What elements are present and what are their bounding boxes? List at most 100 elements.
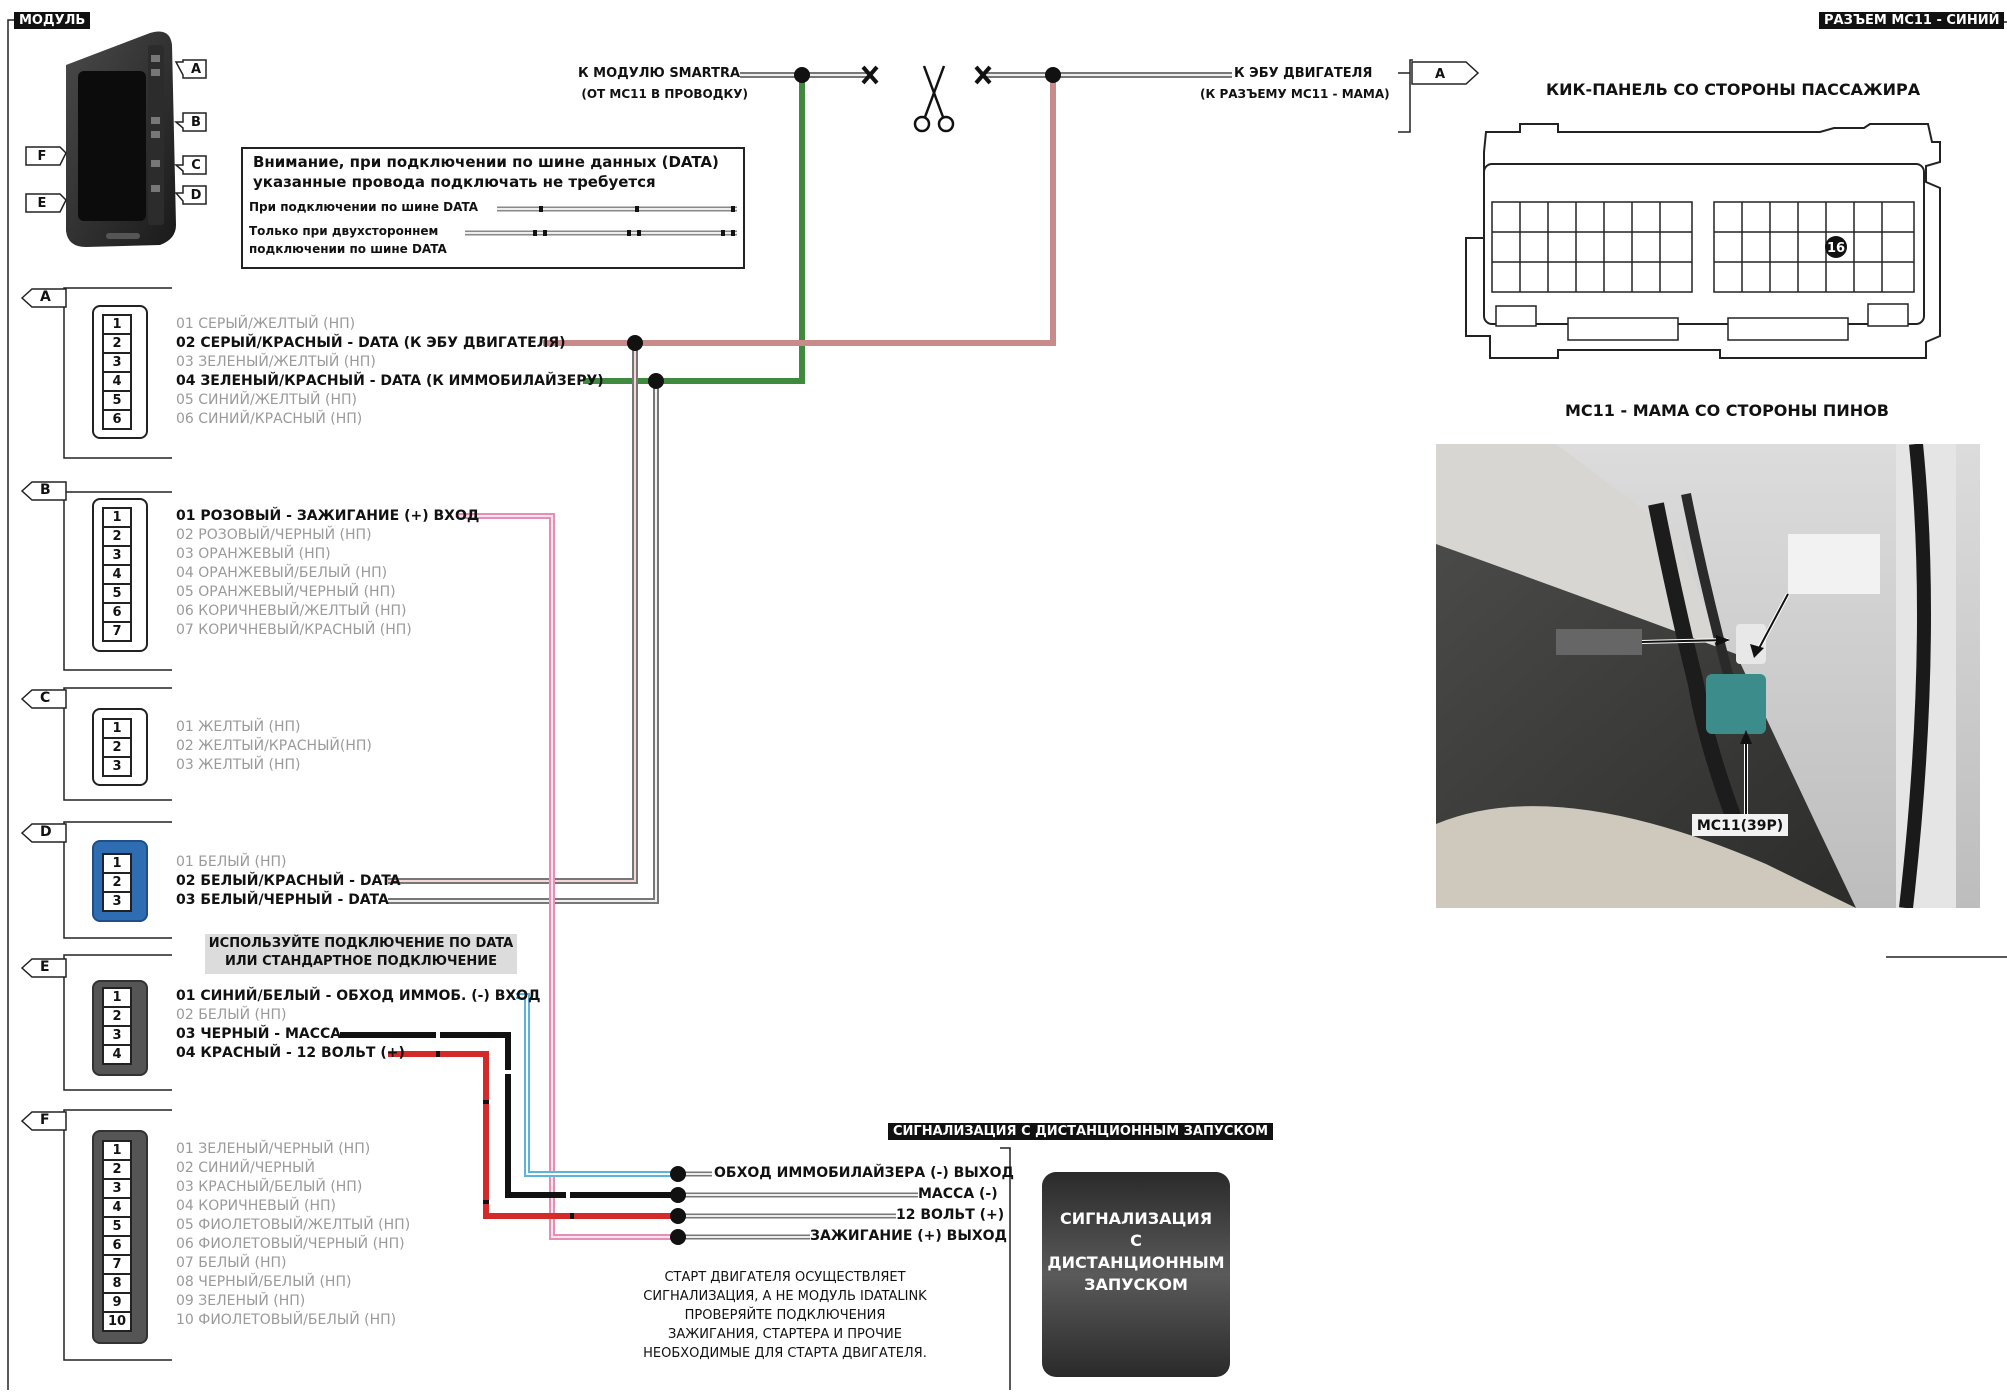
warning-row-2a: Только при двухстороннем [249,224,439,238]
wire-black-e3 [340,1032,678,1198]
alarm-output-12v: 12 ВОЛЬТ (+) [896,1207,1005,1223]
connector-f-label-8: 08 ЧЕРНЫЙ/БЕЛЫЙ (НП) [176,1274,352,1290]
connector-e-pin-3: 3 [102,1025,132,1046]
connector-e-label-4: 04 КРАСНЫЙ - 12 ВОЛЬТ (+) [176,1045,405,1061]
connector-a-label-2: 02 СЕРЫЙ/КРАСНЫЙ - DATA (К ЭБУ ДВИГАТЕЛЯ… [176,335,566,351]
module-port-d-label: D [191,188,202,203]
connector-c-pin-2: 2 [102,737,132,758]
connector-b-letter: B [40,482,51,498]
wire-white-red-d2 [388,343,638,884]
connector-b-label-7: 07 КОРИЧНЕВЫЙ/КРАСНЫЙ (НП) [176,622,412,638]
connector-a-pin-6: 6 [102,409,132,430]
connector-b-pin-3: 3 [102,545,132,566]
connector-b-pin-4: 4 [102,564,132,585]
connector-b-label-3: 03 ОРАНЖЕВЫЙ (НП) [176,546,331,562]
connector-a-tab-label: A [1435,67,1445,82]
connector-f-pin-1: 1 [102,1140,132,1161]
connector-f-label-9: 09 ЗЕЛЕНЫЙ (НП) [176,1293,306,1309]
connector-d-label-2: 02 БЕЛЫЙ/КРАСНЫЙ - DATA [176,873,401,889]
connector-c-letter: C [40,690,51,706]
kick-panel-connector-diagram: 16 [1465,123,1941,359]
connector-a-pin-3: 3 [102,352,132,373]
wire-red-e4 [388,1051,678,1219]
kick-panel-title: КИК-ПАНЕЛЬ СО СТОРОНЫ ПАССАЖИРА [1546,80,1921,99]
connector-f-label-7: 07 БЕЛЫЙ (НП) [176,1255,287,1271]
connector-b-pin-6: 6 [102,602,132,623]
connector-f-label-5: 05 ФИОЛЕТОВЫЙ/ЖЕЛТЫЙ (НП) [176,1217,411,1233]
wire-green-a4 [583,75,805,384]
alarm-output-immo: ОБХОД ИММОБИЛАЙЗЕРА (-) ВЫХОД [714,1165,1014,1181]
connector-f-pin-4: 4 [102,1197,132,1218]
connector-f-pin-10: 10 [102,1311,132,1332]
connector-f-letter: F [40,1112,50,1128]
alarm-unit: СИГНАЛИЗАЦИЯ С ДИСТАНЦИОННЫМ ЗАПУСКОМ [1042,1172,1230,1377]
module-port-a-label: A [191,62,201,77]
connector-a-tab: A [1411,61,1480,85]
connector-f-pin-9: 9 [102,1292,132,1313]
connector-tag: РАЗЪЕМ MC11 - СИНИЙ [1819,12,2005,29]
data-or-standard-line-2: ИЛИ СТАНДАРТНОЕ ПОДКЛЮЧЕНИЕ [224,954,498,969]
start-note: СТАРТ ДВИГАТЕЛЯ ОСУЩЕСТВЛЯЕТ СИГНАЛИЗАЦИ… [590,1268,980,1363]
connector-a-pin-4: 4 [102,371,132,392]
connector-f-pin-5: 5 [102,1216,132,1237]
connector-d-letter: D [40,824,52,840]
photo-connector-label: MC11(39P) [1697,818,1783,834]
scissors-icon [913,65,955,133]
start-note-line-2: СИГНАЛИЗАЦИЯ, А НЕ МОДУЛЬ IDATALINK [643,1289,927,1304]
pin-16-marker [1825,236,1847,258]
connector-f-pin-2: 2 [102,1159,132,1180]
connector-f-label-1: 01 ЗЕЛЕНЫЙ/ЧЕРНЫЙ (НП) [176,1141,371,1157]
connector-f-label-10: 10 ФИОЛЕТОВЫЙ/БЕЛЫЙ (НП) [176,1312,397,1328]
connector-a-label-6: 06 СИНИЙ/КРАСНЫЙ (НП) [176,411,363,427]
start-note-line-3: ПРОВЕРЯЙТЕ ПОДКЛЮЧЕНИЯ [684,1308,886,1323]
connector-d-label-3: 03 БЕЛЫЙ/ЧЕРНЫЙ - DATA [176,892,389,908]
wire-pink-b1 [457,513,678,1240]
connector-c-pin-1: 1 [102,718,132,739]
connector-f-label-2: 02 СИНИЙ/ЧЕРНЫЙ [176,1160,315,1176]
connector-b-pin-7: 7 [102,621,132,642]
start-note-line-4: ЗАЖИГАНИЯ, СТАРТЕРА И ПРОЧИЕ [668,1327,902,1342]
connector-a-letter: A [40,289,51,305]
module-port-c-label: C [191,158,201,173]
connector-a-pin-1: 1 [102,314,132,335]
connector-b-pin-2: 2 [102,526,132,547]
connector-c-label-3: 03 ЖЕЛТЫЙ (НП) [176,757,301,773]
connector-f-pin-6: 6 [102,1235,132,1256]
to-smartra-line-2: (ОТ MC11 В ПРОВОДКУ) [581,87,748,101]
connector-f-label-3: 03 КРАСНЫЙ/БЕЛЫЙ (НП) [176,1179,363,1195]
warning-row-2b: подключении по шине DATA [249,242,447,256]
module-port-f-label: F [38,149,47,164]
connector-a-label-5: 05 СИНИЙ/ЖЕЛТЫЙ (НП) [176,392,357,408]
cut-x-icon [861,65,992,85]
warning-row-1: При подключении по шине DATA [249,200,479,214]
connector-e-label-3: 03 ЧЕРНЫЙ - МАССА [176,1026,342,1042]
connector-d-pin-2: 2 [102,872,132,893]
connector-e-label-2: 02 БЕЛЫЙ (НП) [176,1007,287,1023]
module-port-e-label: E [38,196,47,211]
female-connector-title: MC11 - МАМА СО СТОРОНЫ ПИНОВ [1565,401,1889,420]
alarm-unit-line-2: С [1130,1231,1142,1250]
module-port-b-label: B [191,115,201,130]
to-ecu-line-1: К ЭБУ ДВИГАТЕЛЯ [1234,66,1373,81]
connector-e-pin-1: 1 [102,987,132,1008]
connector-b-label-1: 01 РОЗОВЫЙ - ЗАЖИГАНИЕ (+) ВХОД [176,508,480,524]
to-smartra-line-1: К МОДУЛЮ SMARTRA [578,66,741,81]
module-device: A B C D F E [25,31,207,247]
warning-wire-samples [465,206,737,236]
warning-line-1: Внимание, при подключении по шине данных… [253,153,719,171]
start-note-line-1: СТАРТ ДВИГАТЕЛЯ ОСУЩЕСТВЛЯЕТ [664,1270,906,1285]
connector-d-pin-1: 1 [102,853,132,874]
data-or-standard-line-1: ИСПОЛЬЗУЙТЕ ПОДКЛЮЧЕНИЕ ПО DATA [208,936,514,951]
wire-blue-e1 [516,993,678,1177]
warning-box: Внимание, при подключении по шине данных… [241,147,745,269]
connector-b-pin-5: 5 [102,583,132,604]
alarm-output-ignition: ЗАЖИГАНИЕ (+) ВЫХОД [810,1228,1008,1244]
connector-b-label-6: 06 КОРИЧНЕВЫЙ/ЖЕЛТЫЙ (НП) [176,603,407,619]
connector-f-label-4: 04 КОРИЧНЕВЫЙ (НП) [176,1198,336,1214]
vehicle-photo: MC11(39P) [1436,444,1980,908]
connector-c-label-1: 01 ЖЕЛТЫЙ (НП) [176,719,301,735]
connector-b-pin-1: 1 [102,507,132,528]
connector-f-pin-3: 3 [102,1178,132,1199]
